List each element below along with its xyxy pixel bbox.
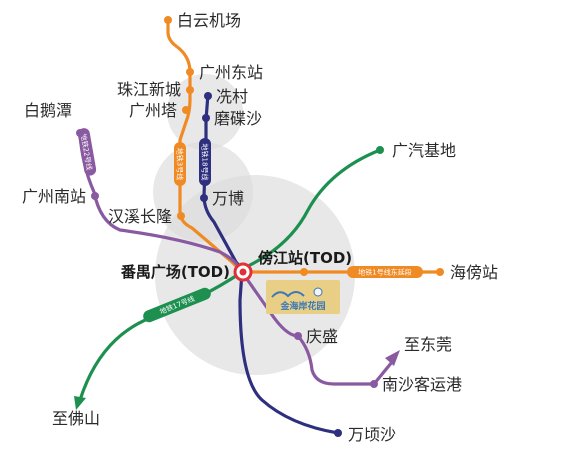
line-18-navy (202, 92, 340, 435)
dot-guangzhou-east[interactable] (186, 68, 194, 76)
label-pangjiang[interactable]: 傍江站(TOD) (258, 249, 352, 267)
dot-canton-tower[interactable] (182, 106, 190, 114)
interchange-hub-icon[interactable] (233, 262, 253, 282)
dot-qingsheng[interactable] (294, 332, 302, 340)
station-dots (76, 16, 444, 437)
dot-xiancun[interactable] (204, 92, 212, 100)
label-nansha-port[interactable]: 南沙客运港 (382, 375, 462, 394)
logo-text: 金海岸花园 (279, 300, 325, 312)
label-zhujiang-xincheng[interactable]: 珠江新城 (117, 80, 181, 99)
label-wanqingsha[interactable]: 万顷沙 (348, 425, 396, 444)
label-panyu-square[interactable]: 番禺广场(TOD) (120, 263, 230, 281)
line-22-purple (78, 131, 376, 386)
dot-haibang[interactable] (436, 268, 444, 276)
station-labels: 白云机场 广州东站 珠江新城 广州塔 冼村 磨碟沙 白鹅潭 广州南站 广汽基地 … (22, 11, 498, 444)
dot-baietan[interactable] (76, 129, 84, 137)
dot-mosha[interactable] (202, 114, 210, 122)
dot-pangjiang[interactable] (300, 268, 308, 276)
tag-line3-group: 地铁3号线 (174, 142, 186, 186)
tag-line18: 地铁18号线 (201, 144, 210, 181)
zone-zhujiang (167, 74, 243, 150)
label-guangzhou-east[interactable]: 广州东站 (199, 63, 263, 82)
label-baiyun-airport[interactable]: 白云机场 (177, 11, 241, 30)
tag-line3: 地铁3号线 (176, 148, 185, 180)
label-to-foshan[interactable]: 至佛山 (52, 409, 100, 428)
label-haibang[interactable]: 海傍站 (450, 263, 498, 282)
label-baietan[interactable]: 白鹅潭 (24, 101, 72, 120)
label-hanxi-changlong[interactable]: 汉溪长隆 (108, 207, 172, 226)
dot-zhujiang-xincheng[interactable] (186, 86, 194, 94)
dot-nansha-port[interactable] (370, 380, 378, 388)
label-to-dongguan[interactable]: 至东莞 (404, 335, 452, 354)
dot-guangzhou-south[interactable] (91, 192, 99, 200)
label-guangzhou-south[interactable]: 广州南站 (22, 187, 86, 206)
label-canton-tower[interactable]: 广州塔 (129, 101, 177, 120)
dot-wanqingsha[interactable] (334, 429, 342, 437)
dot-guangqi-base[interactable] (376, 146, 384, 154)
line-tags: 地铁22号线 地铁3号线 地铁18号线 地铁1号线东延段 地铁17号线 (77, 128, 423, 323)
arrow-icon (74, 396, 86, 410)
label-mosha[interactable]: 磨碟沙 (214, 109, 262, 128)
dot-wanbo[interactable] (200, 194, 208, 202)
dot-hanxi-changlong[interactable] (177, 212, 185, 220)
tag-line22-group: 地铁22号线 (77, 128, 97, 176)
label-xiancun[interactable]: 冼村 (216, 87, 248, 106)
dot-baiyun-airport[interactable] (164, 16, 172, 24)
arrow-icon (385, 350, 400, 366)
line-22-branch (372, 360, 394, 386)
label-wanbo[interactable]: 万博 (212, 189, 244, 208)
tag-line1-east: 地铁1号线东延段 (358, 268, 411, 277)
tag-line18-group: 地铁18号线 (199, 138, 211, 186)
label-guangqi-base[interactable]: 广汽基地 (392, 141, 456, 160)
tag-line1-group: 地铁1号线东延段 (347, 266, 423, 278)
line-3-orange (166, 18, 442, 274)
label-qingsheng[interactable]: 庆盛 (306, 327, 338, 346)
jinhaian-garden-logo-icon: 金海岸花园 (266, 280, 340, 314)
